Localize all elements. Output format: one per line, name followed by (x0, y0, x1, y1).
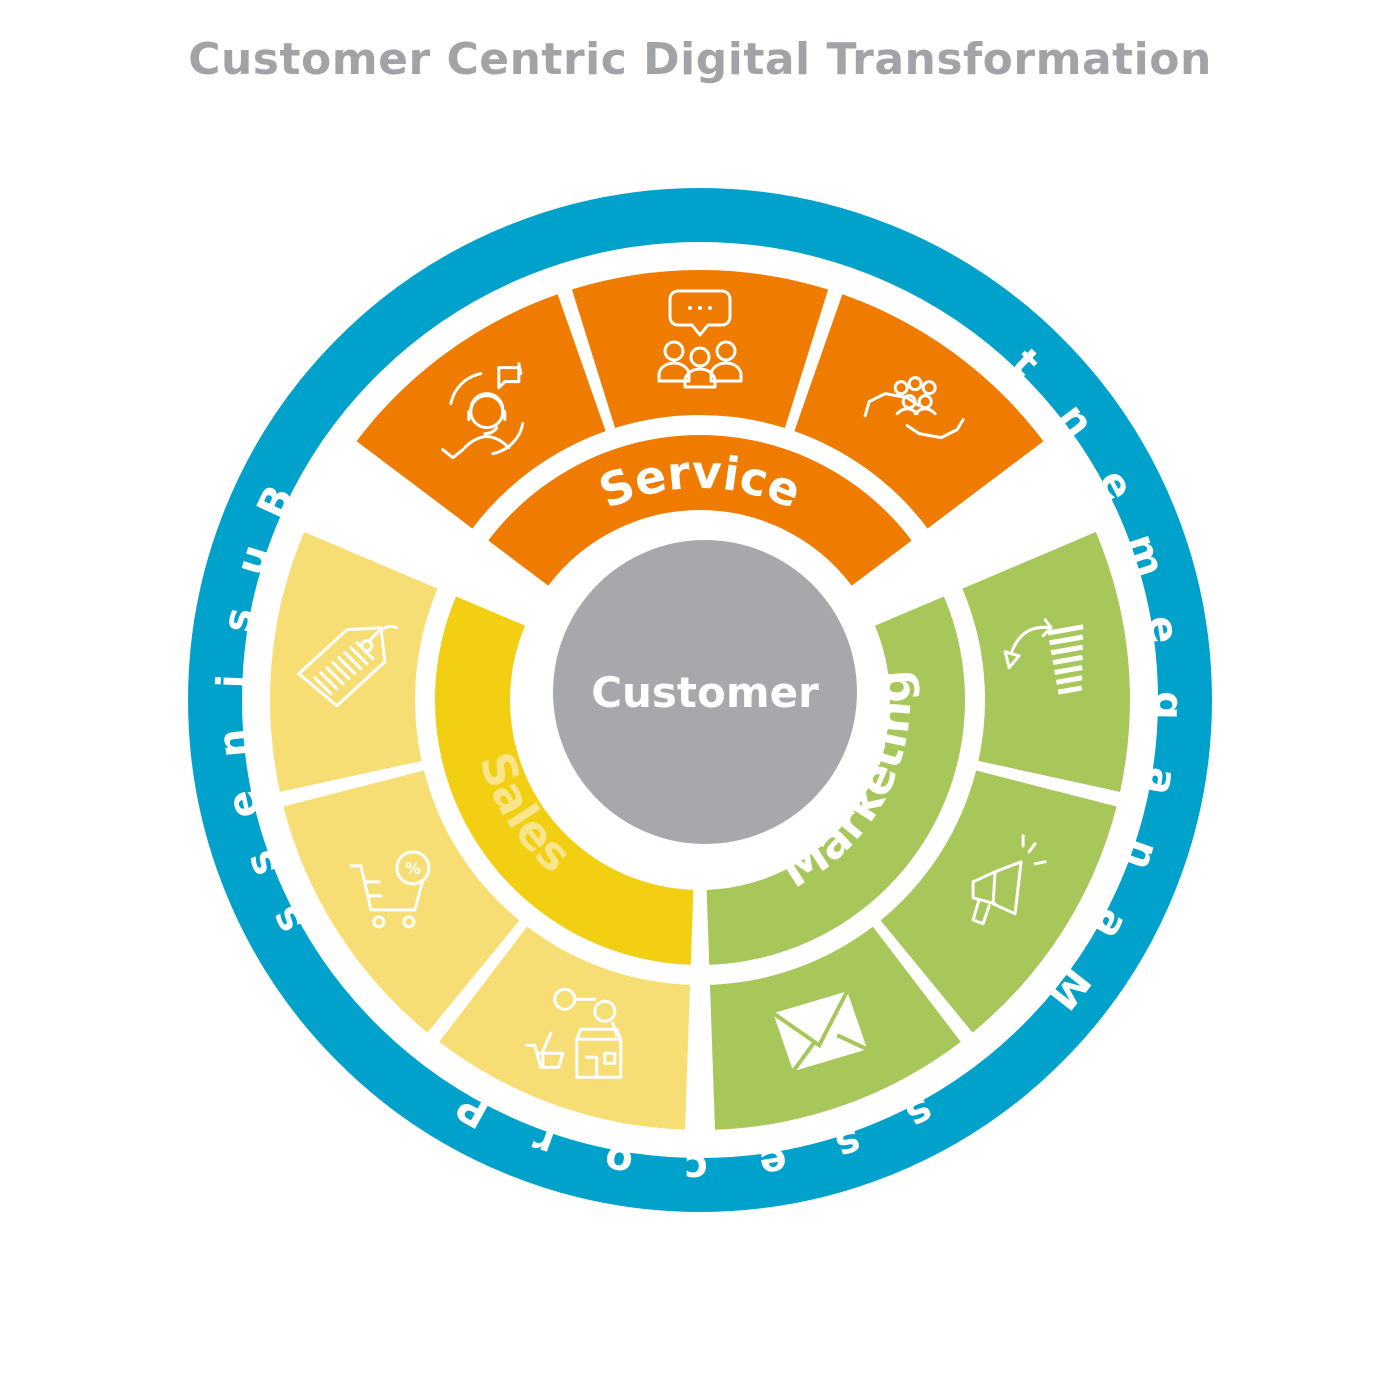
ring-letter: c (684, 1145, 708, 1191)
segment-block-marketing (880, 770, 1117, 1033)
page-title: Customer Centric Digital Transformation (188, 34, 1212, 85)
segment-block-sales (439, 926, 691, 1130)
hands-community-icon (863, 376, 965, 440)
ring-letter: i (209, 674, 256, 690)
segment-inner-sales (434, 596, 694, 965)
segment-inner-marketing (706, 596, 966, 965)
megaphone-icon (971, 834, 1047, 926)
segment-inner-service (488, 434, 912, 586)
email-envelope-icon (772, 990, 869, 1073)
center-circle (553, 540, 857, 844)
segment-block-sales (283, 770, 520, 1033)
center-label: Customer (591, 668, 819, 717)
discount-cart-icon: % (349, 850, 431, 929)
segment-block-service (356, 294, 606, 529)
svg-text:%: % (405, 859, 421, 878)
price-tag-icon (297, 624, 399, 708)
outer-ring (188, 188, 1212, 1212)
group-chat-icon (657, 289, 743, 389)
segment-block-marketing (962, 531, 1131, 792)
customer-shop-flow-icon (525, 987, 623, 1079)
customer-support-cycle-icon (441, 362, 525, 460)
ring-letter: g (1145, 691, 1191, 720)
growth-chart-icon (1003, 618, 1084, 695)
ring-letter: n (210, 727, 258, 760)
